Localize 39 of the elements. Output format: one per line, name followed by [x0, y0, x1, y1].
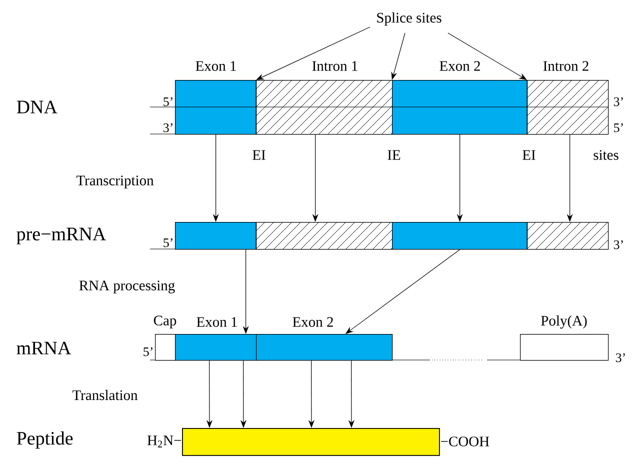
- cap-box: Cap: [154, 316, 176, 361]
- intron-box: [256, 222, 393, 250]
- node-label: Exon 2: [292, 317, 333, 327]
- intron-box: [526, 222, 609, 250]
- node-label: Intron 1: [312, 61, 358, 71]
- peptide-bar: H$_{2}$N− −COOH: [147, 428, 490, 456]
- node-label: −COOH: [441, 436, 490, 446]
- callout-text: Splice sites: [377, 12, 442, 26]
- site-label: sites: [594, 150, 618, 160]
- intron-box: Intron 2: [526, 61, 609, 135]
- node-label: Poly(A): [541, 315, 587, 329]
- strand-end-label: 5’: [144, 347, 152, 356]
- site-label: EI: [252, 150, 266, 160]
- strand-end-label: 3’: [616, 353, 625, 362]
- node-label: Cap: [154, 316, 176, 328]
- node-label: Exon 1: [196, 61, 236, 71]
- step-label: RNA processing: [79, 280, 175, 294]
- poly-a-box: Poly(A): [520, 315, 609, 361]
- node-label: Exon 1: [196, 317, 237, 327]
- row-label: pre−mRNA: [16, 228, 106, 244]
- site-label: IE: [388, 150, 400, 160]
- exon-box: [175, 222, 257, 250]
- row-label: DNA: [16, 100, 58, 114]
- node-label: Exon 2: [440, 61, 480, 71]
- step-label: Transcription: [76, 176, 154, 188]
- step-label: Translation: [72, 390, 138, 400]
- exon-box: Exon 2: [392, 61, 528, 135]
- row-label: Peptide: [16, 431, 73, 449]
- row-label: mRNA: [16, 342, 72, 354]
- arrow: [256, 26, 370, 80]
- site-label: EI: [522, 150, 536, 160]
- exon-box: [392, 222, 528, 250]
- exon-box: Exon 1: [174, 61, 257, 135]
- arrow: [448, 32, 527, 80]
- exon-box: Exon 2: [256, 317, 393, 361]
- node-label: Intron 2: [543, 61, 588, 71]
- exon-box: Exon 1: [175, 317, 257, 361]
- node-label: H$_{2}$N−: [147, 436, 182, 448]
- intron-box: Intron 1: [256, 61, 393, 135]
